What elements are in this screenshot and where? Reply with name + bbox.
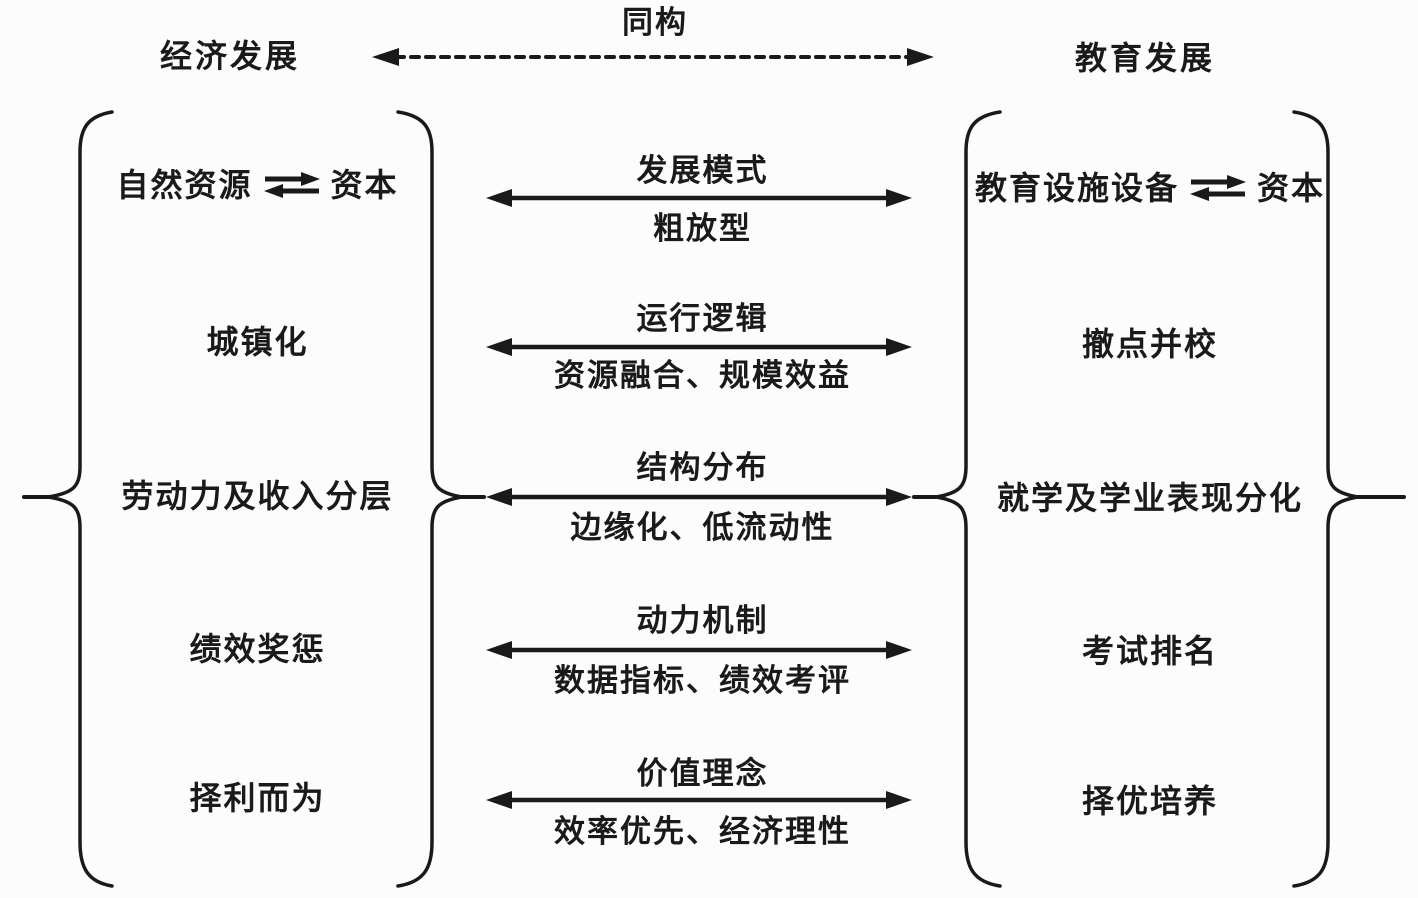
bidirectional-arrow-row-3 [486, 488, 912, 506]
right-item-exchange-label: 资本 [1257, 170, 1326, 206]
feature-label-data-indicators: 数据指标、绩效考评 [554, 663, 851, 698]
right-item-education-facilities: 教育设施设备 资本 [970, 170, 1330, 206]
left-item-label: 自然资源 [116, 167, 253, 203]
bidirectional-arrow-row-5 [486, 791, 912, 809]
right-item-selective-cultivation: 择优培养 [1081, 783, 1218, 819]
left-item-exchange-label: 资本 [330, 167, 399, 203]
exchange-arrows-icon [1190, 175, 1246, 201]
dimension-label-structural-distribution: 结构分布 [636, 450, 769, 485]
left-item-natural-resources: 自然资源 资本 [80, 167, 435, 203]
left-column-title: 经济发展 [159, 38, 300, 74]
isomorphism-dashed-arrow [372, 48, 934, 66]
feature-label-efficiency-first: 效率优先、经济理性 [554, 814, 851, 849]
bidirectional-arrow-row-1 [486, 189, 912, 207]
feature-label-resource-integration: 资源融合、规模效益 [554, 358, 851, 393]
feature-label-marginalization: 边缘化、低流动性 [570, 510, 835, 545]
right-item-label: 教育设施设备 [974, 170, 1179, 206]
right-column-title: 教育发展 [1074, 40, 1215, 76]
feature-label-extensive: 粗放型 [653, 211, 752, 246]
left-item-urbanization: 城镇化 [206, 324, 309, 360]
left-item-profit-seeking: 择利而为 [189, 780, 326, 816]
exchange-arrows-icon [263, 172, 320, 198]
left-item-performance-rewards: 绩效奖惩 [189, 631, 326, 667]
right-item-school-consolidation: 撤点并校 [1081, 326, 1218, 362]
dimension-label-development-mode: 发展模式 [636, 153, 769, 188]
bidirectional-arrow-row-2 [486, 338, 912, 356]
dimension-label-operating-logic: 运行逻辑 [636, 301, 769, 336]
left-item-labor-income-stratification: 劳动力及收入分层 [121, 478, 394, 514]
right-item-exam-ranking: 考试排名 [1081, 633, 1218, 669]
bidirectional-arrow-row-4 [486, 641, 912, 659]
dimension-label-value-concept: 价值理念 [636, 756, 769, 791]
dimension-label-incentive-mechanism: 动力机制 [636, 603, 769, 638]
isomorphism-label: 同构 [622, 5, 688, 40]
right-item-academic-performance-differentiation: 就学及学业表现分化 [996, 480, 1303, 516]
